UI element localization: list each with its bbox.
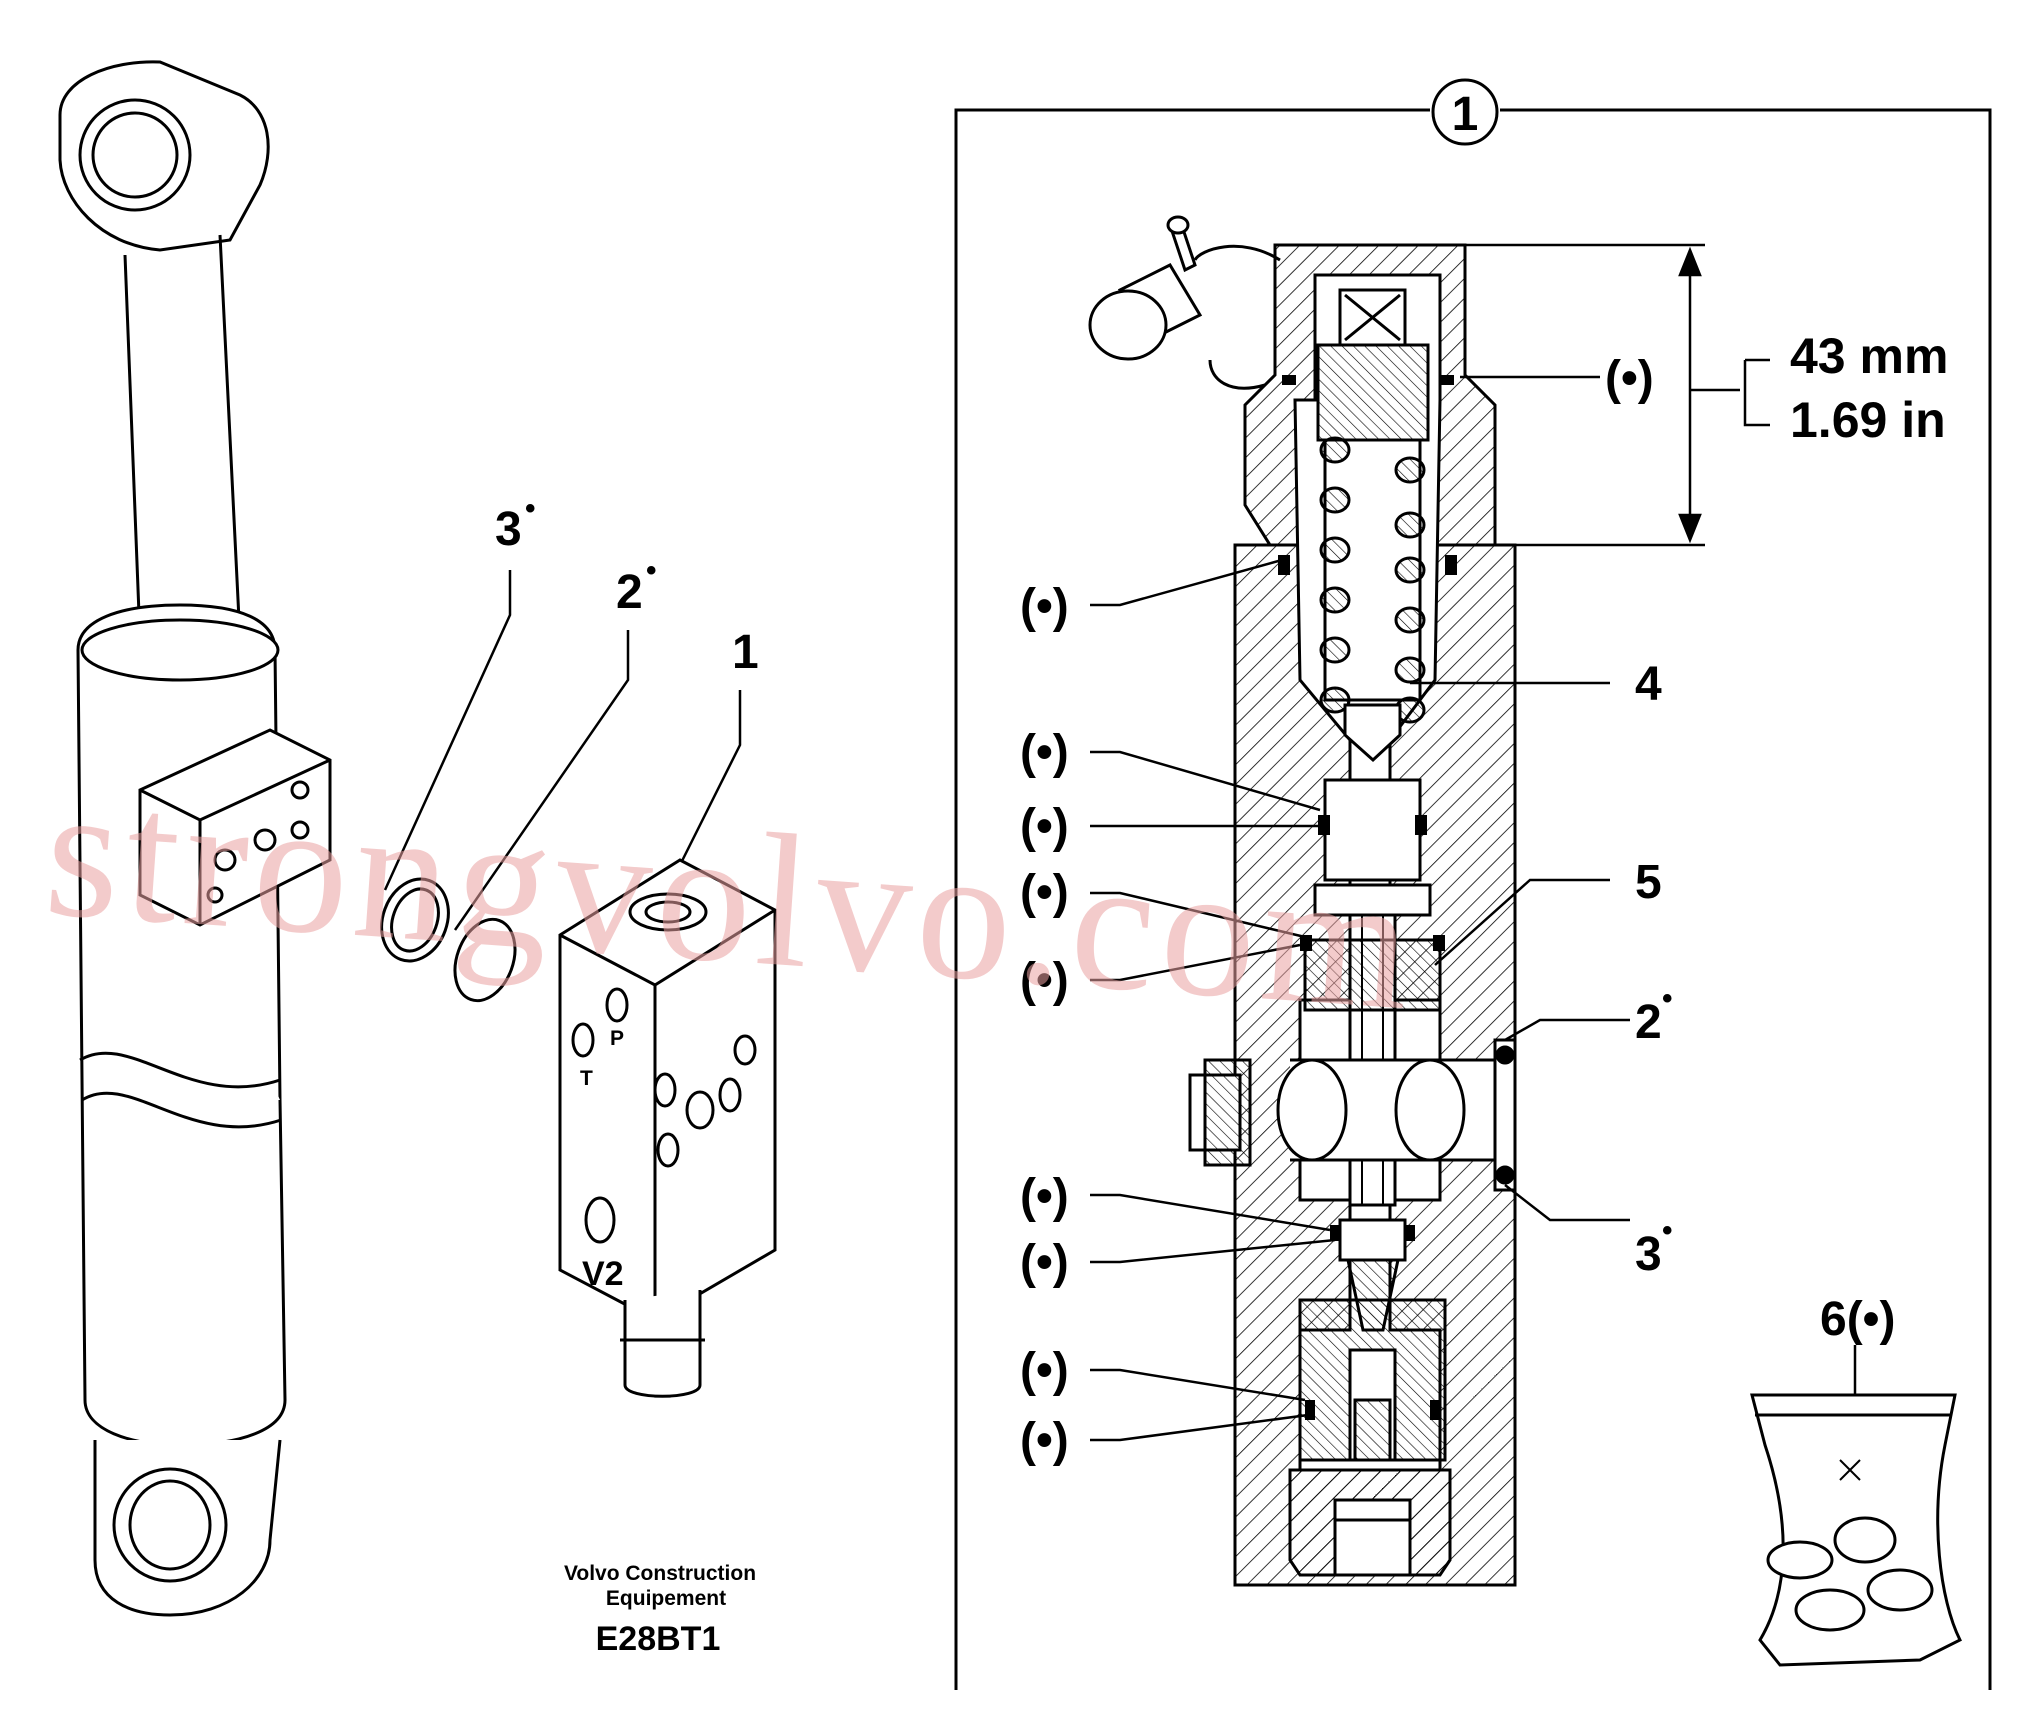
dimension-in: 1.69 in <box>1790 392 1946 448</box>
o-ring-2 <box>453 917 517 1003</box>
seal-ring-3 <box>380 877 450 963</box>
port-p-label: P <box>610 1027 624 1050</box>
optional-marker-4: (•) <box>1020 866 1069 919</box>
callout-5: 5 <box>1635 856 1662 909</box>
leader-lines-left <box>383 570 742 931</box>
callout-4: 4 <box>1635 658 1662 711</box>
valve-cross-section <box>1188 243 1517 1587</box>
port-v2-label: V2 <box>582 1255 624 1293</box>
optional-marker-9: (•) <box>1020 1414 1069 1467</box>
callout-1-left: 1 <box>732 626 759 679</box>
leader-lines-right <box>1090 375 1857 1442</box>
callout-3-right: 3 <box>1635 1228 1662 1281</box>
callout-2-left: 2 <box>616 566 643 619</box>
optional-marker-3: (•) <box>1020 800 1069 853</box>
optional-marker-2: (•) <box>1020 726 1069 779</box>
optional-marker-5: (•) <box>1020 954 1069 1007</box>
seal-tag-icon <box>1088 215 1281 390</box>
dimension-mm: 43 mm <box>1790 328 1948 384</box>
optional-marker-dimension: (•) <box>1605 352 1654 405</box>
optional-marker-8: (•) <box>1020 1344 1069 1397</box>
detail-title-badge: 1 <box>1431 78 1499 146</box>
optional-marker-1: (•) <box>1020 580 1069 633</box>
footer-line1: Volvo Construction <box>564 1562 756 1585</box>
optional-marker-7: (•) <box>1020 1236 1069 1289</box>
callout-2-right-bullet: • <box>1662 982 1673 1015</box>
detail-title: 1 <box>1452 88 1479 141</box>
optional-marker-6: (•) <box>1020 1170 1069 1223</box>
callout-2-right: 2 <box>1635 996 1662 1049</box>
hydraulic-cylinder <box>58 60 332 1617</box>
callout-3-left-bullet: • <box>525 492 536 525</box>
diagram-code: E28BT1 <box>596 1620 721 1658</box>
callout-2-left-bullet: • <box>646 554 657 587</box>
footer-line2: Equipement <box>606 1587 726 1610</box>
detail-frame <box>954 108 1992 1690</box>
valve-block <box>558 858 777 1398</box>
dimension-arrow <box>1465 243 1770 547</box>
port-t-label: T <box>580 1067 593 1090</box>
seal-kit-bag-icon <box>1750 1393 1963 1667</box>
callout-3-left: 3 <box>495 503 522 556</box>
callout-3-right-bullet: • <box>1662 1214 1673 1247</box>
callout-6-kit: 6(•) <box>1820 1293 1895 1346</box>
